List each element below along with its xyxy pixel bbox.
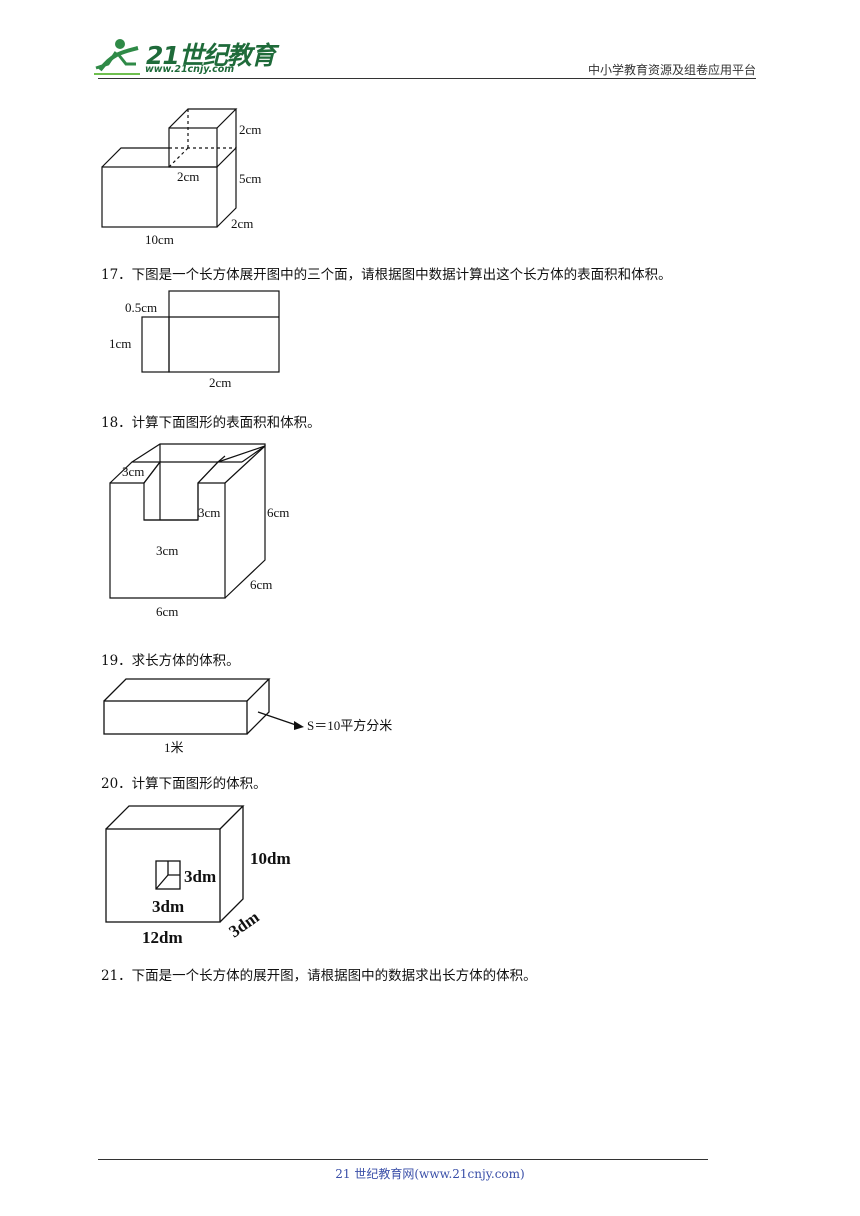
fig18-label-height: 6cm (267, 505, 289, 520)
logo-text: 21世纪教育 (146, 41, 276, 70)
fig17-label-side: 1cm (109, 336, 131, 351)
figure-18-notched-cube: 3cm 3cm 3cm 6cm 6cm 6cm (109, 443, 289, 619)
fig18-label-notch-width: 3cm (156, 543, 178, 558)
question-18-text: 18．计算下面图形的表面积和体积。 (101, 415, 321, 431)
fig17-label-small: 0.5cm (125, 300, 157, 315)
question-21-text: 21．下面是一个长方体的展开图，请根据图中的数据求出长方体的体积。 (101, 968, 537, 984)
fig16-label-length: 10cm (145, 232, 174, 247)
header-divider (98, 78, 756, 79)
fig20-label-width: 12dm (142, 928, 183, 947)
figure-16-l-shape: 2cm 2cm 5cm 2cm 10cm (101, 108, 261, 247)
question-19-text: 19．求长方体的体积。 (101, 653, 240, 669)
fig17-label-bottom: 2cm (209, 375, 231, 390)
fig18-label-depth: 6cm (250, 577, 272, 592)
header-platform-text: 中小学教育资源及组卷应用平台 (587, 63, 756, 77)
fig16-label-height: 5cm (239, 171, 261, 186)
footer-text: 21 世纪教育网(www.21cnjy.com) (335, 1167, 525, 1181)
figure-20-box-with-hole: 10dm 3dm 3dm 12dm 3dm (105, 805, 291, 947)
logo-url: www.21cnjy.com (145, 64, 235, 75)
fig20-label-depth: 3dm (225, 907, 262, 941)
fig19-label-length: 1米 (164, 740, 184, 755)
fig16-label-top-width: 2cm (177, 169, 199, 184)
fig20-label-hole-depth: 3dm (184, 867, 216, 886)
fig18-label-width: 6cm (156, 604, 178, 619)
question-17-text: 17．下图是一个长方体展开图中的三个面，请根据图中数据计算出这个长方体的表面积和… (101, 267, 672, 283)
fig16-label-top-height: 2cm (239, 122, 261, 137)
question-20-text: 20．计算下面图形的体积。 (101, 776, 267, 792)
fig18-label-notch-depth: 3cm (198, 505, 220, 520)
site-logo-icon (94, 39, 140, 75)
footer-divider (98, 1159, 708, 1160)
fig18-label-notch-top: 3cm (122, 464, 144, 479)
fig20-label-hole-width: 3dm (152, 897, 184, 916)
fig16-label-depth: 2cm (231, 216, 253, 231)
fig19-label-area: S＝10平方分米 (307, 718, 392, 733)
fig20-label-height: 10dm (250, 849, 291, 868)
figure-19-cuboid: S＝10平方分米 1米 (103, 678, 392, 755)
figure-17-net-faces: 0.5cm 1cm 2cm (109, 290, 280, 390)
arrow-right-icon (294, 721, 304, 730)
